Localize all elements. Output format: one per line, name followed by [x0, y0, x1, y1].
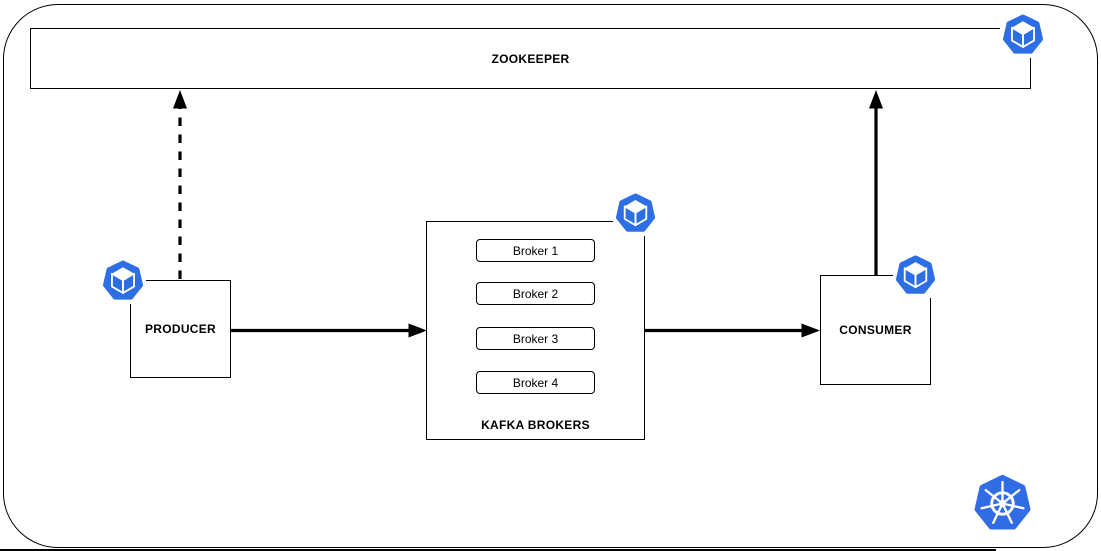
consumer-label: CONSUMER [839, 323, 912, 337]
broker-1-box: Broker 1 [476, 239, 595, 262]
kafka-brokers-box: Broker 1 Broker 2 Broker 3 Broker 4 KAFK… [426, 221, 645, 440]
consumer-box: CONSUMER [820, 275, 931, 385]
producer-label: PRODUCER [144, 322, 217, 336]
kubernetes-helm-logo-icon [970, 471, 1035, 536]
diagram-outer-frame [3, 4, 1098, 548]
broker-3-box: Broker 3 [476, 327, 595, 350]
kafka-brokers-label: KAFKA BROKERS [481, 418, 590, 432]
zookeeper-label: ZOOKEEPER [491, 51, 570, 66]
kubernetes-pod-icon [1000, 12, 1046, 58]
broker-2-box: Broker 2 [476, 282, 595, 305]
kubernetes-pod-icon [613, 191, 658, 236]
kubernetes-pod-icon [893, 253, 938, 298]
window-bottom-edge [0, 549, 996, 551]
broker-4-box: Broker 4 [476, 371, 595, 394]
zookeeper-box: ZOOKEEPER [30, 28, 1031, 89]
kubernetes-pod-icon [100, 258, 146, 304]
producer-box: PRODUCER [130, 280, 231, 378]
